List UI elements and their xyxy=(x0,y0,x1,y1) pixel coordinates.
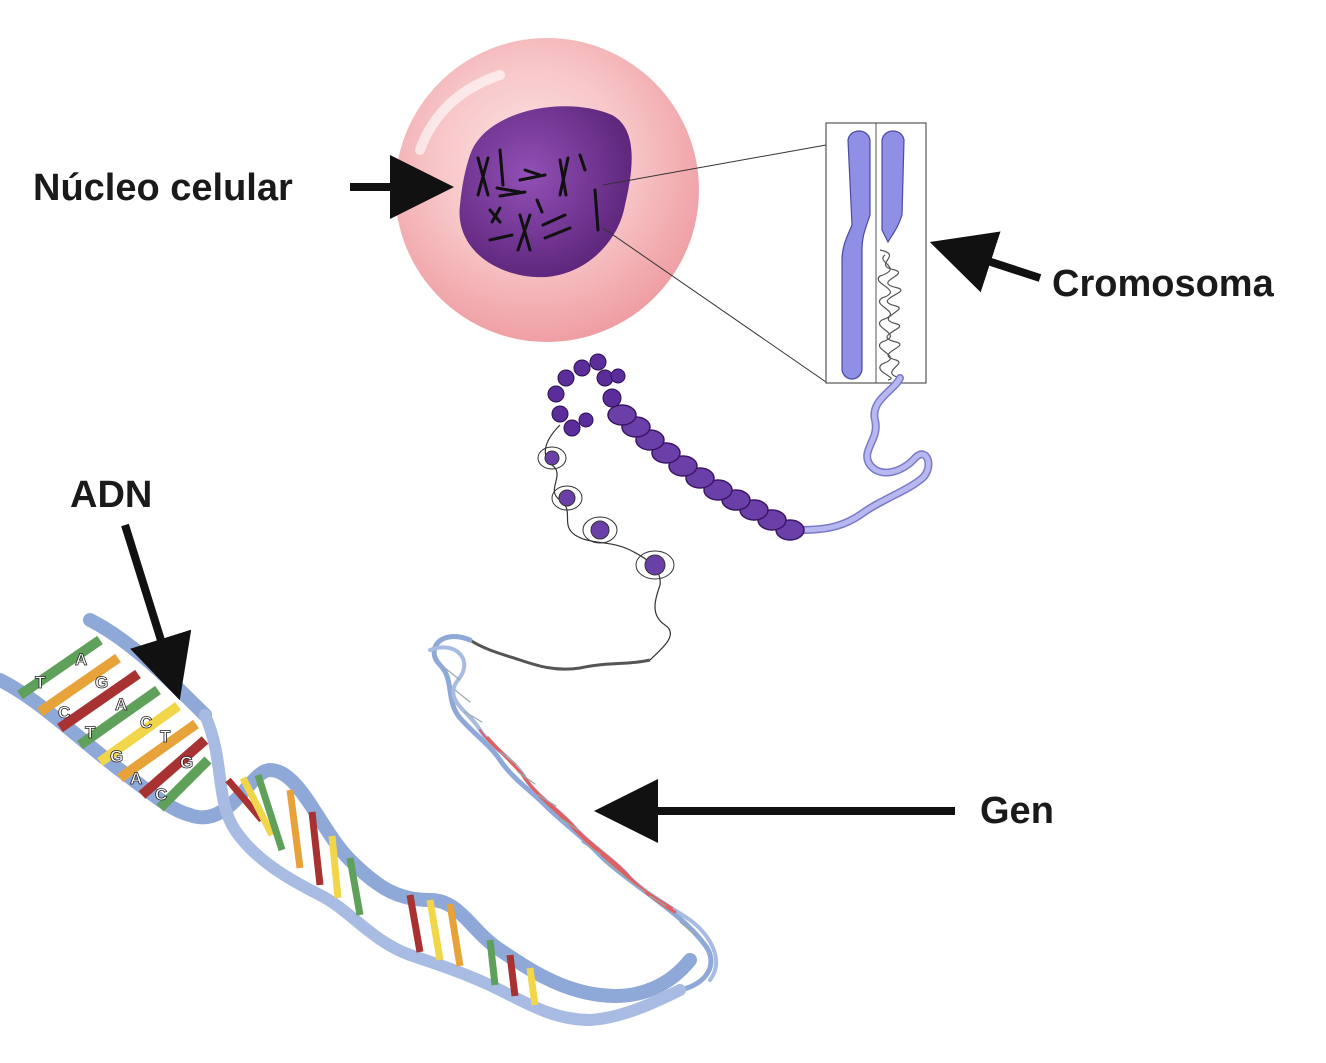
base-letter: A xyxy=(130,769,142,788)
chromosome-panel xyxy=(825,122,927,384)
zoom-lines xyxy=(602,144,827,383)
base-letter: C xyxy=(140,713,152,732)
arrow-icon xyxy=(929,231,1042,293)
nucleosomes-beads xyxy=(547,353,626,437)
small-chromosomes xyxy=(476,148,600,252)
base-letter: T xyxy=(85,723,96,742)
nucleosome-loops xyxy=(537,446,675,580)
label-gene: Gen xyxy=(980,790,1054,832)
base-pair-rungs xyxy=(17,635,212,812)
base-letter: T xyxy=(160,727,171,746)
base-letter: G xyxy=(110,747,123,766)
cell-nucleus xyxy=(459,106,632,278)
dna-helix-large: T A C G A T C G T A G C xyxy=(0,613,697,1027)
nucleosomes-open xyxy=(544,450,666,576)
base-letter: G xyxy=(180,753,193,772)
label-nucleus: Núcleo celular xyxy=(33,167,293,209)
helix-rungs xyxy=(225,773,539,1006)
base-letters: T A C G A T C G T A G C xyxy=(35,650,194,805)
chromosome xyxy=(841,130,905,380)
base-letter: C xyxy=(155,785,167,804)
label-chromosome: Cromosoma xyxy=(1052,263,1274,305)
chromatin-coil xyxy=(877,249,902,381)
base-letter: A xyxy=(115,695,127,714)
label-dna: ADN xyxy=(70,474,153,516)
base-letter: A xyxy=(75,650,87,669)
chromatin-fiber xyxy=(469,353,933,671)
dna-rungs-thin xyxy=(444,667,696,936)
solenoid xyxy=(607,404,805,541)
dna-helix-thin xyxy=(428,634,718,993)
base-letter: C xyxy=(58,703,70,722)
arrow-icon xyxy=(121,523,192,701)
base-letter: G xyxy=(95,673,108,692)
arrows xyxy=(121,155,1042,843)
base-letter: T xyxy=(35,673,46,692)
